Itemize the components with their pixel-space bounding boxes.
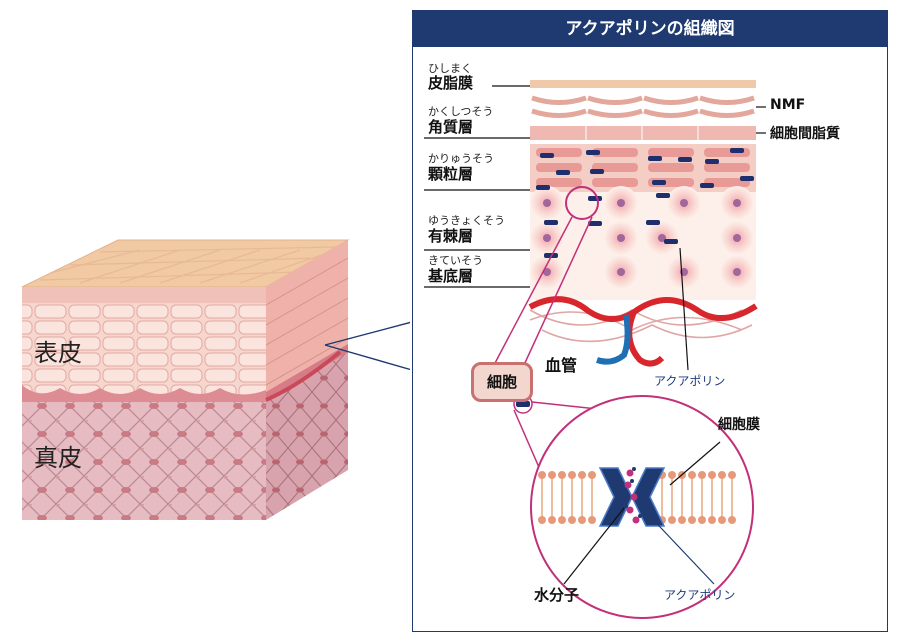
aquaporin-label-upper: アクアポリン bbox=[654, 374, 726, 388]
skin-surface-texture bbox=[39, 246, 336, 284]
stratum-basale-ruby: きていそう bbox=[428, 254, 483, 267]
stratum-corneum bbox=[531, 95, 755, 118]
aquaporin-markers bbox=[536, 148, 754, 258]
tissue-illustration bbox=[424, 80, 766, 619]
stratum-spinosum-label: 有棘層 bbox=[428, 227, 474, 245]
cell-label-box: 細胞 bbox=[471, 362, 533, 402]
stratum-corneum-label: 角質層 bbox=[428, 118, 474, 136]
epidermis-label: 表皮 bbox=[34, 339, 82, 367]
basal-layer-front bbox=[22, 385, 266, 402]
water-molecule-label: 水分子 bbox=[534, 586, 580, 604]
stratum-corneum-ruby: かくしつそう bbox=[428, 105, 494, 118]
nmf-label: NMF bbox=[770, 97, 806, 113]
dermis-label: 真皮 bbox=[34, 444, 82, 472]
zoom-connector bbox=[324, 321, 410, 346]
dermis-side bbox=[266, 352, 348, 520]
skin-cube-diagram bbox=[21, 239, 410, 520]
stratum-spinosum-ruby: ゆうきょくそう bbox=[428, 214, 505, 227]
dermis-front bbox=[22, 402, 266, 520]
layer-leader-lines bbox=[424, 85, 530, 288]
panel-title: アクアポリンの組織図 bbox=[413, 11, 887, 47]
membrane-zoom-circle bbox=[530, 395, 754, 619]
cell-membrane-label: 細胞膜 bbox=[718, 417, 760, 433]
sebum-film-label: 皮脂膜 bbox=[428, 74, 474, 92]
stratum-basale-label: 基底層 bbox=[428, 267, 474, 285]
water-molecules bbox=[624, 467, 642, 524]
blood-vessel-blue bbox=[596, 314, 631, 365]
stratum-spinosum-cells bbox=[530, 186, 754, 289]
zoom-circle-cell bbox=[565, 186, 599, 220]
blood-vessel-red bbox=[528, 296, 758, 322]
blood-vessel-label: 血管 bbox=[545, 356, 578, 375]
stratum-granulosum-label: 顆粒層 bbox=[428, 165, 474, 183]
sebum-film bbox=[530, 80, 756, 88]
sebum-film-ruby: ひしまく bbox=[428, 62, 472, 75]
dermis-fibers bbox=[529, 309, 753, 343]
intercellular-lipid-label: 細胞間脂質 bbox=[770, 126, 840, 142]
aquaporin-label-lower: アクアポリン bbox=[664, 588, 736, 602]
aquaporin-channel bbox=[598, 467, 633, 527]
epidermis-front bbox=[22, 287, 266, 399]
stratum-granulosum-ruby: かりゅうそう bbox=[428, 152, 494, 165]
stratum-granulosum bbox=[530, 144, 756, 192]
